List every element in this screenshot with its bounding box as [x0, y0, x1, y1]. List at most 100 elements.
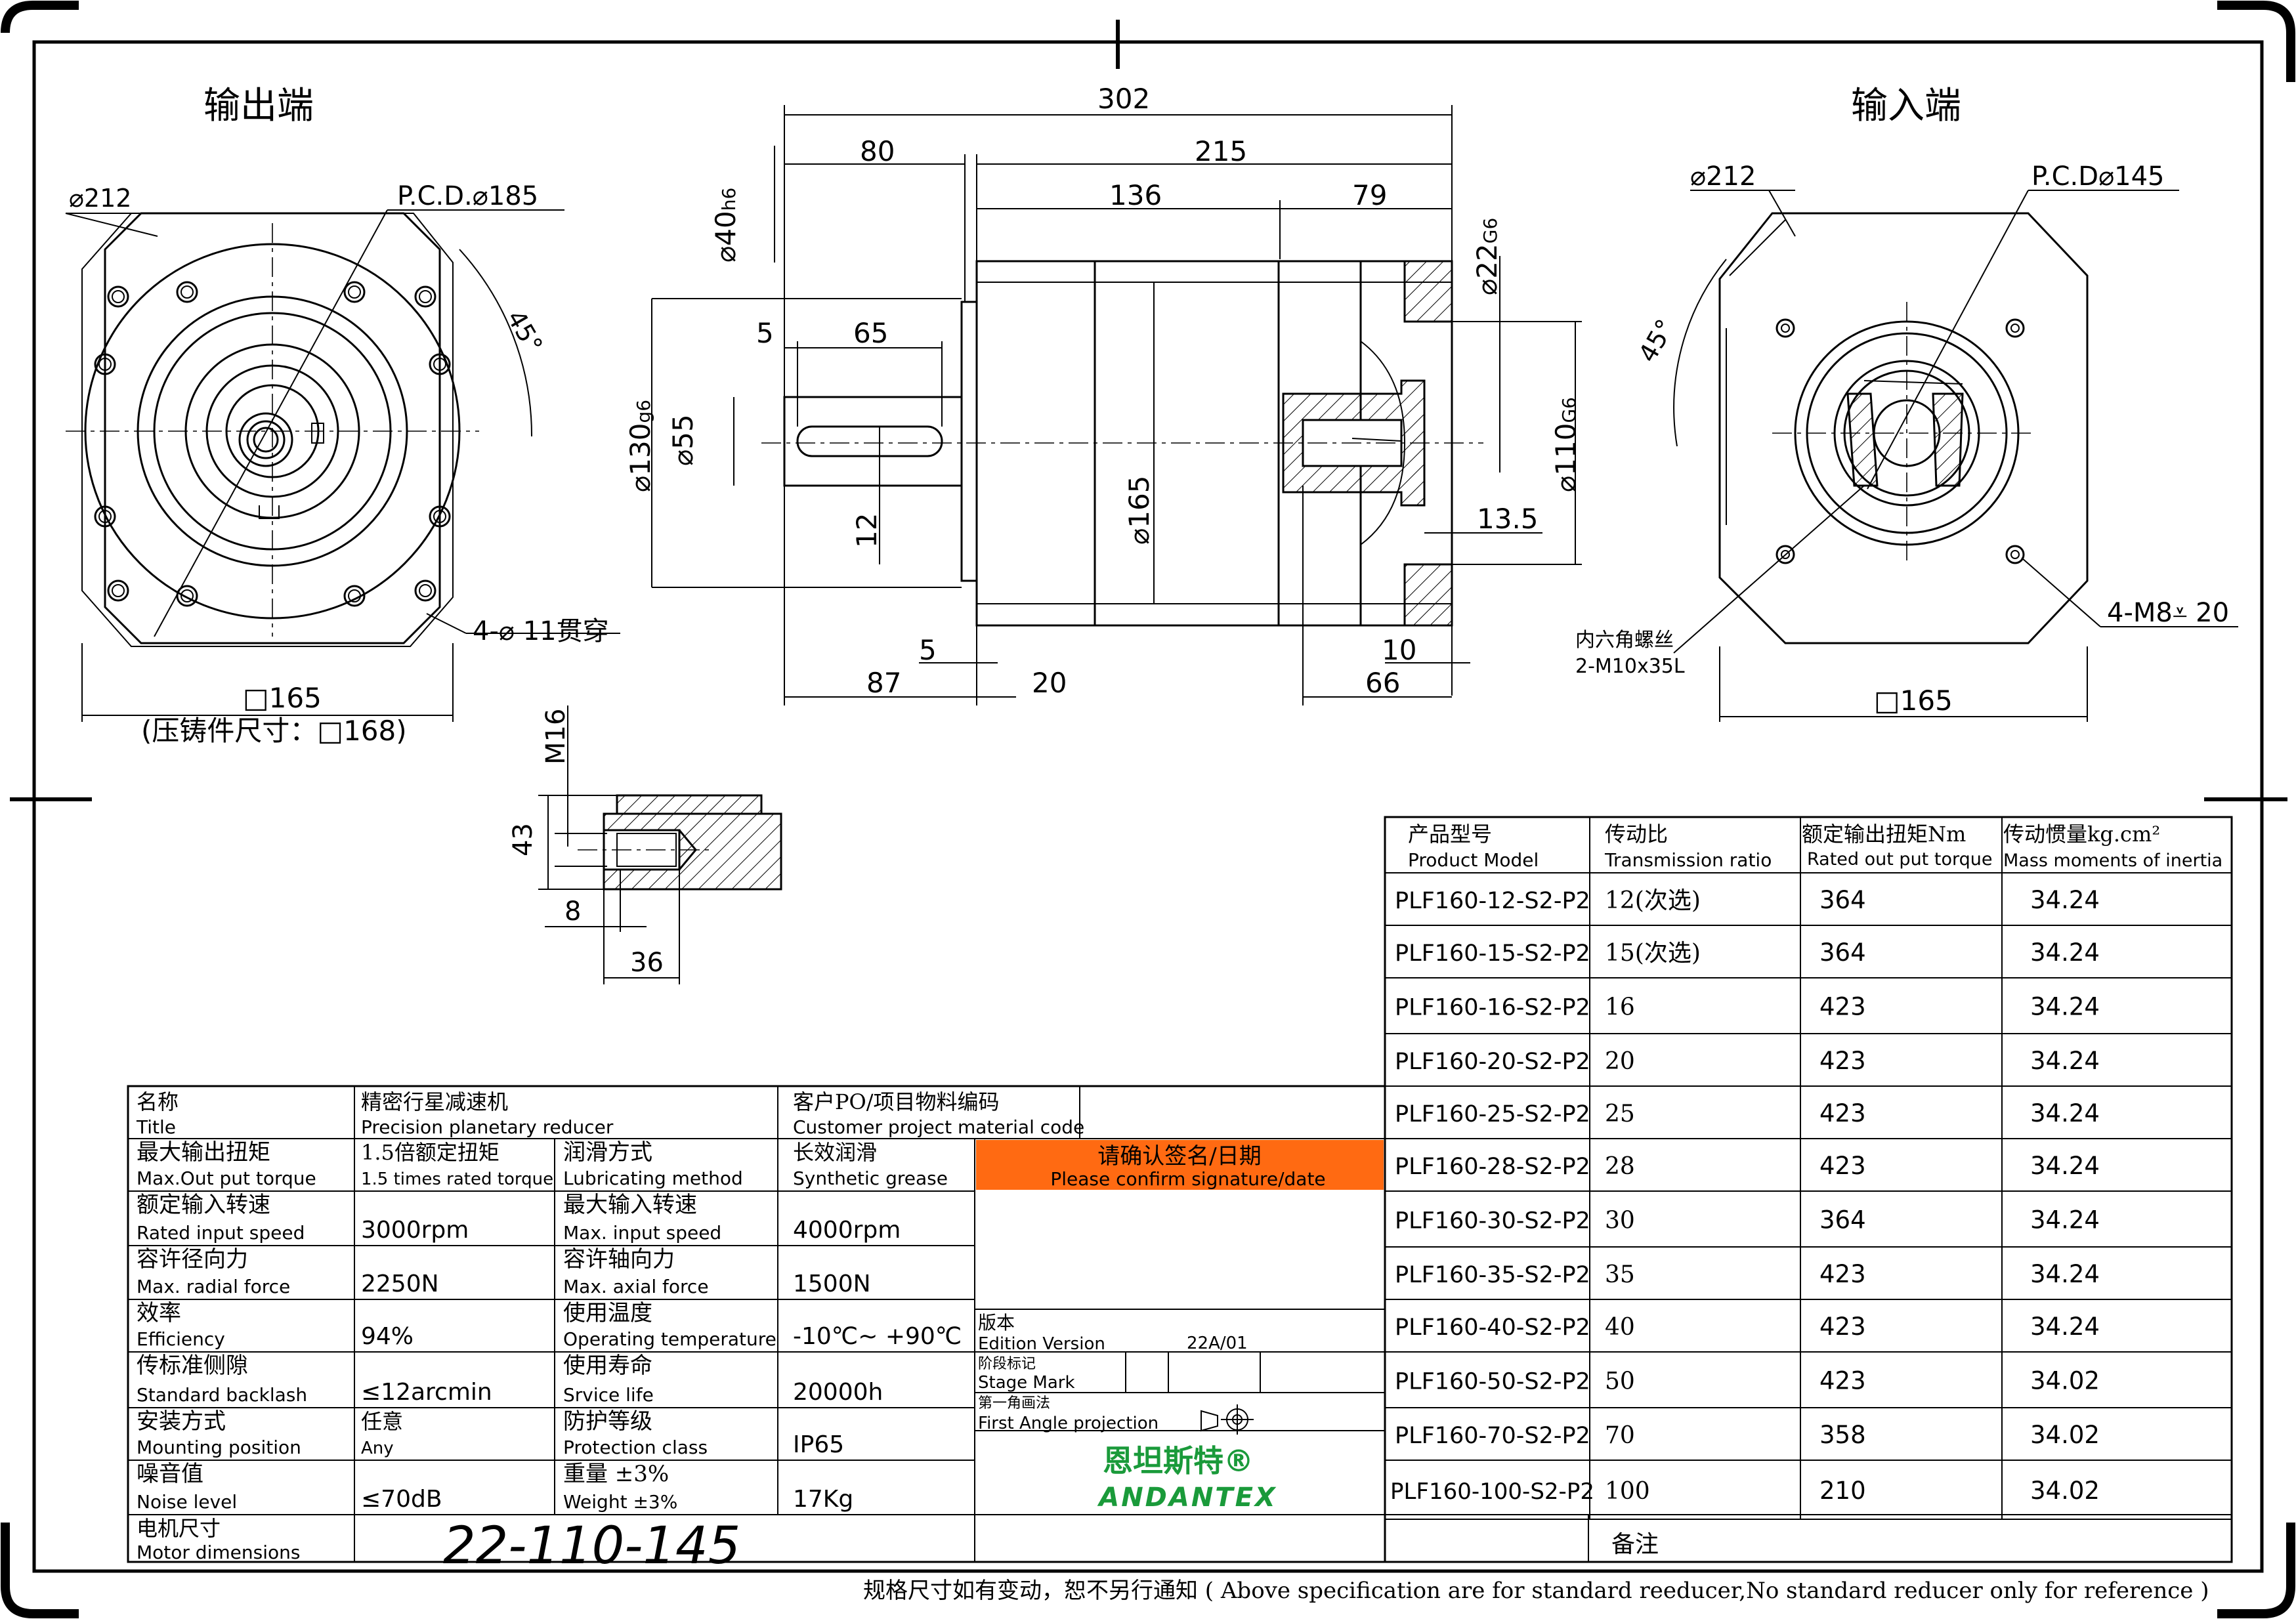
spec-value: ≤70dB	[361, 1486, 442, 1513]
cell-model: PLF160-12-S2-P2	[1395, 888, 1590, 914]
edition-cn: 版本	[978, 1312, 1015, 1334]
svg-text:⌀165: ⌀165	[1123, 476, 1155, 545]
brand-en-logo: ANDANTEX	[1097, 1482, 1277, 1513]
proj-cn: 第一角画法	[978, 1395, 1050, 1412]
cell-ratio: 16	[1605, 994, 1635, 1021]
detail-thread: M16	[541, 709, 571, 765]
spec-value-en: 1.5 times rated torque	[361, 1169, 553, 1189]
spec-value-cn: 长效润滑	[793, 1140, 877, 1165]
spec-value: 4000rpm	[793, 1217, 901, 1244]
spec-value-cn: 1.5倍额定扭矩	[361, 1140, 500, 1165]
cell-inertia: 34.24	[2030, 1047, 2100, 1075]
input-view-title: 输入端	[1851, 85, 1961, 127]
spec-label-en: Lubricating method	[563, 1167, 743, 1189]
mt-h-inertia-cn: 传动惯量kg.cm²	[2003, 822, 2160, 847]
spec-label-en: Mounting position	[137, 1437, 301, 1458]
detail-view: M16 43 8 36	[508, 705, 782, 984]
spec-title-val-en: Precision planetary reducer	[361, 1116, 614, 1138]
dim-b87: 87	[866, 667, 901, 699]
dim-flange-t: 5	[919, 634, 937, 666]
spec-table: 请确认签名/日期 Please confirm signature/date 名…	[127, 1085, 2232, 1576]
in-flange-dia: 212	[1706, 161, 1756, 192]
spec-label-cn: 最大输入转速	[563, 1192, 697, 1218]
out-cast-note: (压铸件尺寸：□168)	[141, 715, 407, 747]
cell-torque: 423	[1819, 1099, 1866, 1127]
spec-value: 1500N	[793, 1271, 871, 1297]
spec-label-cn: 容许轴向力	[563, 1246, 675, 1272]
in-pcd-label: P.C.D	[2031, 161, 2098, 192]
dim-shaft-d-tol: h6	[718, 188, 740, 211]
cell-model: PLF160-70-S2-P2	[1395, 1423, 1590, 1449]
cell-torque: 423	[1819, 1047, 1866, 1075]
spec-value-en: Synthetic grease	[793, 1167, 948, 1189]
svg-text:⌀110G6: ⌀110G6	[1550, 397, 1582, 492]
confirm-box	[976, 1140, 1384, 1190]
spec-label-cn: 最大输出扭矩	[137, 1139, 270, 1166]
svg-text:⌀40h6: ⌀40h6	[710, 188, 742, 263]
dim-in-bore-tol: G6	[1479, 218, 1501, 244]
spec-label-cn: 使用寿命	[563, 1353, 652, 1379]
cell-torque: 364	[1819, 938, 1866, 967]
dim-body-a: 136	[1109, 179, 1162, 211]
svg-text:⌀212: ⌀212	[69, 184, 131, 213]
spec-label-cn: 防护等级	[563, 1408, 652, 1435]
cell-torque: 423	[1819, 1367, 1866, 1395]
cell-ratio: 50	[1605, 1368, 1635, 1395]
dim-in-depth: 13.5	[1477, 503, 1539, 535]
cell-inertia: 34.24	[2030, 1260, 2100, 1288]
cell-torque: 358	[1819, 1421, 1866, 1449]
cell-inertia: 34.24	[2030, 1152, 2100, 1180]
spec-label-en: Max. radial force	[137, 1276, 290, 1297]
cell-model: PLF160-100-S2-P2	[1390, 1479, 1594, 1505]
spec-label-en: Weight ±3%	[563, 1491, 677, 1513]
cell-model: PLF160-15-S2-P2	[1395, 940, 1590, 967]
cell-torque: 210	[1819, 1477, 1866, 1505]
in-holes-depth: 20	[2196, 598, 2229, 628]
dim-b66: 66	[1365, 667, 1400, 699]
spec-cust-en: Customer project material code	[793, 1116, 1084, 1138]
detail-b36: 36	[630, 948, 664, 978]
spec-value-cn: 任意	[361, 1409, 403, 1434]
cell-ratio: 30	[1605, 1208, 1635, 1234]
spec-title-en: Title	[136, 1116, 176, 1138]
motor-cn: 电机尺寸	[137, 1516, 221, 1541]
dim-shaft-root: 55	[667, 414, 699, 449]
cell-model: PLF160-28-S2-P2	[1395, 1154, 1590, 1180]
confirm-cn: 请确认签名/日期	[1097, 1143, 1261, 1169]
spec-label-cn: 容许径向力	[137, 1246, 248, 1272]
spec-label-en: Srvice life	[563, 1384, 654, 1406]
cell-inertia: 34.24	[2030, 1313, 2100, 1341]
out-square: □165	[243, 682, 322, 714]
in-screw-label: 内六角螺丝	[1575, 629, 1674, 652]
spec-value: IP65	[793, 1431, 844, 1458]
mt-h-torque-en: Rated out put torque	[1807, 849, 1992, 870]
spec-label-en: Rated input speed	[137, 1222, 305, 1244]
in-holes: 4-M8	[2107, 598, 2173, 628]
mt-h-ratio-cn: 传动比	[1605, 822, 1668, 847]
dim-in-pilot-tol: G6	[1558, 397, 1580, 423]
footer-note: 规格尺寸如有变动，恕不另行通知 ( Above specification ar…	[863, 1578, 2209, 1604]
spec-value: 2250N	[361, 1271, 439, 1297]
cell-torque: 423	[1819, 993, 1866, 1021]
mt-h-model-en: Product Model	[1408, 849, 1539, 871]
side-view: 302 80 215 136 79 ⌀40h6 5 65	[624, 83, 1582, 705]
dim-body-b: 79	[1352, 179, 1387, 211]
dim-key-w: 12	[851, 513, 883, 548]
mt-h-torque-cn: 额定输出扭矩Nm	[1802, 822, 1966, 847]
cell-ratio: 40	[1605, 1314, 1635, 1341]
spec-label-en: Operating temperature	[563, 1328, 776, 1350]
motor-en: Motor dimensions	[137, 1542, 300, 1563]
input-end-view: 输入端 ⌀212 P.C.D⌀145 45° 内六角螺丝 2-M10x35L 4…	[1575, 85, 2238, 722]
spec-value: 17Kg	[793, 1486, 853, 1513]
dim-in-bore: 22	[1471, 243, 1503, 278]
svg-text:4-M8⩡ 20: 4-M8⩡ 20	[2107, 598, 2229, 628]
